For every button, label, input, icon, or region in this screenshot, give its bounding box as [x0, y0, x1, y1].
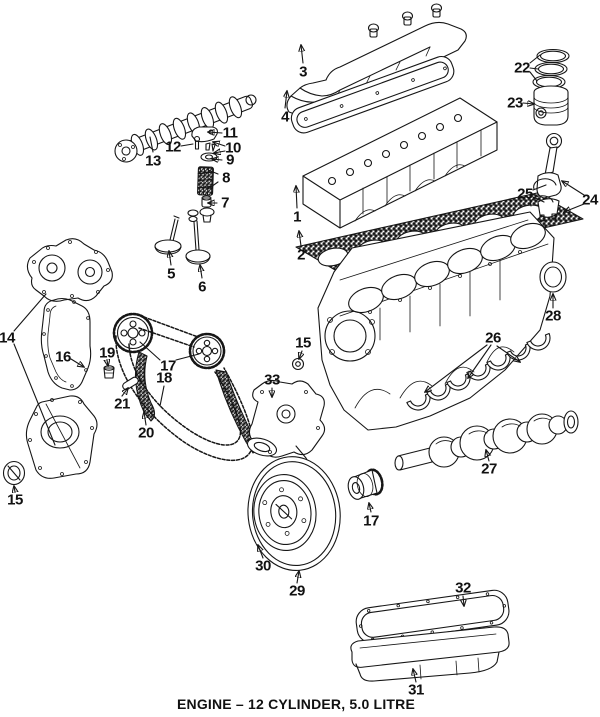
timing-cover-gasket-part [40, 297, 92, 391]
valve-guide-part [199, 207, 215, 223]
callout-9: 9 [226, 151, 234, 169]
callout-5: 5 [167, 265, 175, 283]
rear-seal-part [539, 261, 567, 293]
rocker-arm-part [191, 126, 218, 143]
callout-17: 17 [160, 357, 176, 375]
callout-18: 18 [156, 369, 172, 387]
cam-sprocket-left-part [112, 312, 154, 354]
callout-6: 6 [198, 278, 206, 296]
callout-3: 3 [299, 63, 307, 81]
damper-pulley-part [247, 456, 341, 572]
callout-32: 32 [455, 579, 471, 597]
callout-7: 7 [221, 194, 229, 212]
callout-28: 28 [545, 307, 561, 325]
piston-part [533, 85, 569, 126]
callout-12: 12 [165, 138, 181, 156]
cam-sprocket-right-part [188, 332, 226, 370]
oil-pan-part [350, 626, 510, 682]
callout-16: 16 [55, 348, 71, 366]
connecting-rod-part [536, 132, 563, 222]
callout-30: 30 [255, 557, 271, 575]
callout-22: 22 [514, 59, 530, 77]
camshaft-part [114, 94, 257, 163]
callout-21: 21 [114, 395, 130, 413]
callout-10: 10 [225, 139, 241, 157]
valve-cover-gasket-part [290, 55, 455, 134]
intake-valve-part [154, 215, 182, 255]
oil-pump-part [246, 379, 326, 467]
adjusting-screw-part [193, 135, 201, 150]
callout-23: 23 [507, 94, 523, 112]
callout-15: 15 [295, 334, 311, 352]
callout-19: 19 [99, 344, 115, 362]
oil-plug-part [291, 357, 305, 371]
rod-bearings-part [530, 178, 557, 207]
timing-cover-lower-part [25, 395, 98, 479]
cap-nut [367, 3, 443, 38]
callout-33: 33 [264, 371, 280, 389]
crank-sprocket-part [347, 468, 384, 500]
callout-24: 24 [582, 191, 598, 209]
callout-14: 14 [0, 329, 15, 347]
callout-4: 4 [281, 108, 289, 126]
callout-31: 31 [408, 681, 424, 699]
callout-27: 27 [481, 460, 497, 478]
callout-leader-lines [14, 45, 585, 683]
timing-cover-upper-part [26, 238, 113, 302]
callout-26: 26 [485, 329, 501, 347]
callout-13: 13 [145, 152, 161, 170]
valve-seal-part [201, 195, 212, 208]
callout-8: 8 [222, 169, 230, 187]
callout-11: 11 [222, 124, 238, 142]
diagram-caption: ENGINE – 12 CYLINDER, 5.0 LITRE [176, 696, 416, 712]
cylinder-head-part [302, 97, 498, 229]
valve-keeper-part [205, 142, 216, 152]
callout-20: 20 [138, 424, 154, 442]
callout-2: 2 [297, 246, 305, 264]
engine-block-part [317, 211, 555, 431]
callout-25: 25 [517, 185, 533, 203]
callout-1: 1 [293, 208, 301, 226]
exhaust-valve-part [185, 209, 211, 265]
callout-29: 29 [289, 582, 305, 600]
chain-guide-part [134, 351, 156, 422]
callout-17: 17 [363, 512, 379, 530]
crankshaft-part [394, 410, 579, 471]
front-seal-part [2, 460, 26, 486]
plug-part [103, 365, 115, 379]
callout-15: 15 [7, 491, 23, 509]
